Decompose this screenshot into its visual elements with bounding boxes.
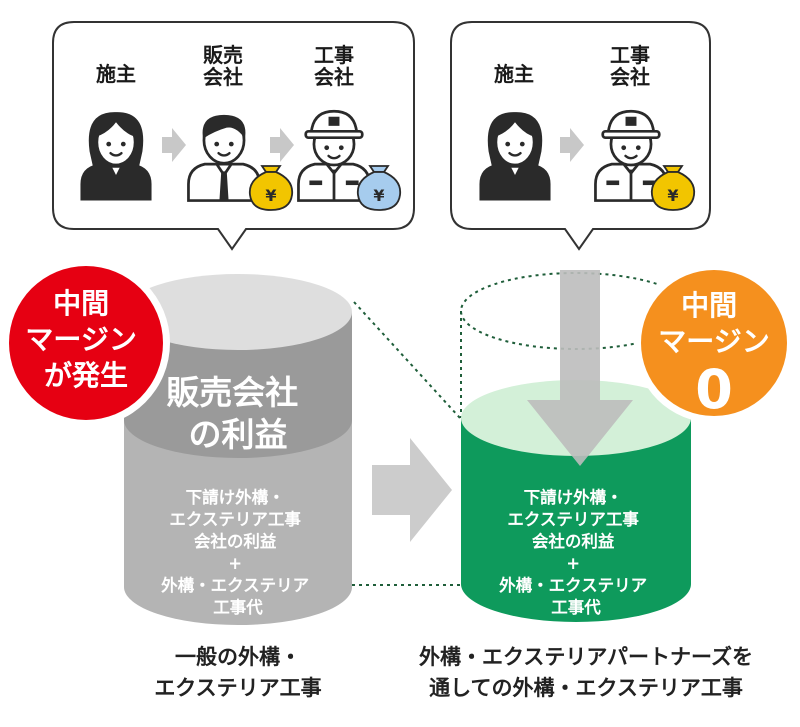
top-dotted-connector	[353, 301, 461, 419]
left-flow-bubble: 施主 販売会社 工事会社 ¥ ¥	[52, 21, 415, 251]
right-role-1-label: 施主	[494, 62, 534, 86]
left-cylinder-body-text: 下請け外構・ エクステリア工事 会社の利益 + 外構・エクステリア 工事代	[161, 487, 315, 617]
svg-text:¥: ¥	[265, 186, 276, 205]
left-role-2-label: 販売会社	[203, 43, 243, 89]
svg-text:¥: ¥	[373, 186, 384, 205]
left-role-3-label: 工事会社	[314, 43, 354, 89]
right-badge-text: 中間 マージン	[658, 289, 769, 358]
right-arrow-icon	[372, 438, 452, 542]
left-caption: 一般の外構・ エクステリア工事	[154, 645, 322, 700]
left-cylinder-top-title: 販売会社 の利益	[166, 373, 310, 454]
left-flow-arrow-2	[270, 128, 294, 162]
right-badge-zero: 0	[695, 358, 733, 421]
svg-text:¥: ¥	[667, 186, 678, 205]
left-role-1-label: 施主	[96, 62, 136, 86]
left-badge-text: 中間 マージン が発生	[25, 287, 146, 392]
down-arrow-icon	[527, 270, 633, 466]
right-role-2-label: 工事会社	[610, 43, 650, 89]
left-margin-badge: 中間 マージン が発生	[2, 259, 170, 427]
blue-money-bag-icon: ¥	[356, 165, 402, 211]
right-flow-arrow	[560, 128, 584, 162]
left-cylinder: 販売会社 の利益 下請け外構・ エクステリア工事 会社の利益 + 外構・エクステ…	[124, 274, 352, 625]
right-margin-badge: 中間 マージン 0	[634, 263, 794, 423]
yellow-money-bag-icon: ¥	[650, 165, 696, 211]
left-flow-arrow-1	[162, 128, 186, 162]
yellow-money-bag-icon: ¥	[248, 165, 294, 211]
right-cylinder-body-text: 下請け外構・ エクステリア工事 会社の利益 + 外構・エクステリア 工事代	[499, 487, 653, 617]
right-caption: 外構・エクステリアパートナーズを 通しての外構・エクステリア工事	[419, 645, 753, 700]
right-flow-bubble: 施主 工事会社 ¥	[450, 21, 711, 251]
